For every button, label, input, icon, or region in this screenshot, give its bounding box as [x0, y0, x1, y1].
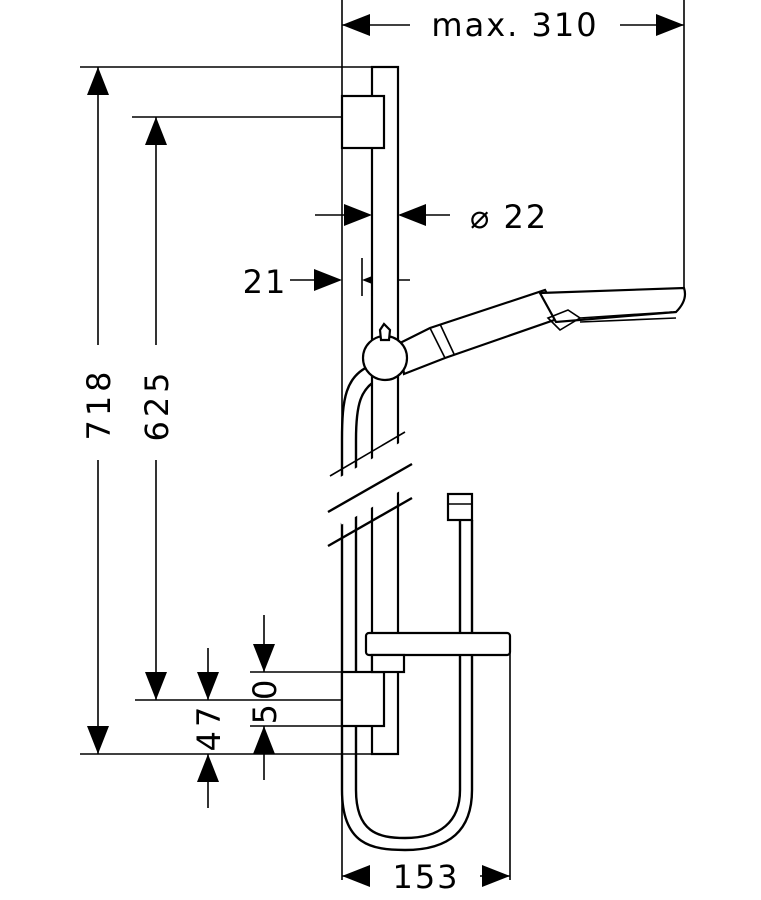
dimension-rail-diameter: ⌀ 22: [315, 198, 548, 236]
dimension-bottom-offset: 47: [190, 648, 228, 808]
dimension-bracket-spacing: 625: [138, 117, 176, 700]
top-wall-bracket: [340, 94, 386, 150]
dimension-max-width: max. 310: [342, 6, 684, 44]
dimension-total-height: 718: [80, 67, 118, 754]
rail-slider: [361, 322, 409, 382]
soap-dish: [364, 631, 512, 674]
hand-shower: [398, 286, 687, 376]
rail-offset-label: 21: [243, 263, 288, 301]
hose-connector: [446, 492, 474, 522]
shower-hose: [340, 363, 474, 852]
bracket-spacing-label: 625: [138, 368, 176, 441]
dimension-bracket-height: 50: [246, 615, 284, 780]
rail-break-marks: [320, 431, 425, 548]
bottom-wall-bracket: [340, 670, 386, 728]
dimension-holder-depth: 153: [342, 858, 510, 896]
total-height-label: 718: [80, 367, 118, 440]
max-width-label: max. 310: [431, 6, 598, 44]
bottom-offset-label: 47: [190, 703, 228, 752]
holder-depth-label: 153: [392, 858, 459, 896]
rail-diameter-label: ⌀ 22: [470, 198, 548, 236]
bracket-height-label: 50: [246, 676, 284, 725]
